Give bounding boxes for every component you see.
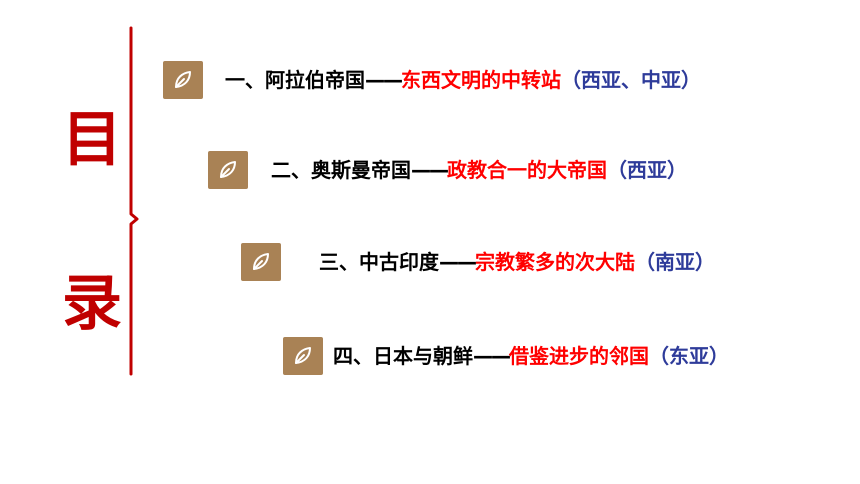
toc-badge xyxy=(283,337,323,375)
toc-item-3-dash: —— xyxy=(439,250,477,274)
toc-item-2[interactable]: 二、奥斯曼帝国——政教合一的大帝国（西亚） xyxy=(208,151,808,191)
leaf-icon xyxy=(253,253,269,270)
toc-badge xyxy=(208,151,248,189)
toc-item-3-region: （南亚） xyxy=(635,250,715,274)
toc-item-2-desc: 政教合一的大帝国 xyxy=(447,158,607,182)
toc-item-4-dash: —— xyxy=(473,344,511,368)
leaf-icon xyxy=(295,347,311,364)
toc-badge xyxy=(163,61,203,99)
toc-item-1-lead: 一、阿拉伯帝国 xyxy=(225,68,365,92)
toc-item-1-dash: —— xyxy=(365,68,403,92)
leaf-icon xyxy=(220,161,236,178)
toc-badge xyxy=(241,243,281,281)
toc-item-1[interactable]: 一、阿拉伯帝国——东西文明的中转站（西亚、中亚） xyxy=(163,61,843,101)
toc-item-2-dash: —— xyxy=(411,158,449,182)
title-char-mu: 目 xyxy=(62,105,122,175)
leaf-icon xyxy=(175,71,191,88)
toc-item-4-desc: 借鉴进步的邻国 xyxy=(509,344,649,368)
toc-item-4-lead: 四、日本与朝鲜 xyxy=(333,344,473,368)
toc-item-2-lead: 二、奥斯曼帝国 xyxy=(271,158,411,182)
toc-item-4[interactable]: 四、日本与朝鲜——借鉴进步的邻国（东亚） xyxy=(283,337,843,377)
title-divider xyxy=(129,26,139,376)
toc-item-1-desc: 东西文明的中转站 xyxy=(401,68,561,92)
title-char-lu: 录 xyxy=(62,269,122,339)
toc-item-4-region: （东亚） xyxy=(649,344,729,368)
toc-item-3-desc: 宗教繁多的次大陆 xyxy=(475,250,635,274)
toc-item-2-region: （西亚） xyxy=(607,158,687,182)
toc-item-3-lead: 三、中古印度 xyxy=(319,250,439,274)
toc-item-1-region: （西亚、中亚） xyxy=(561,68,701,92)
toc-item-3[interactable]: 三、中古印度——宗教繁多的次大陆（南亚） xyxy=(241,243,821,283)
